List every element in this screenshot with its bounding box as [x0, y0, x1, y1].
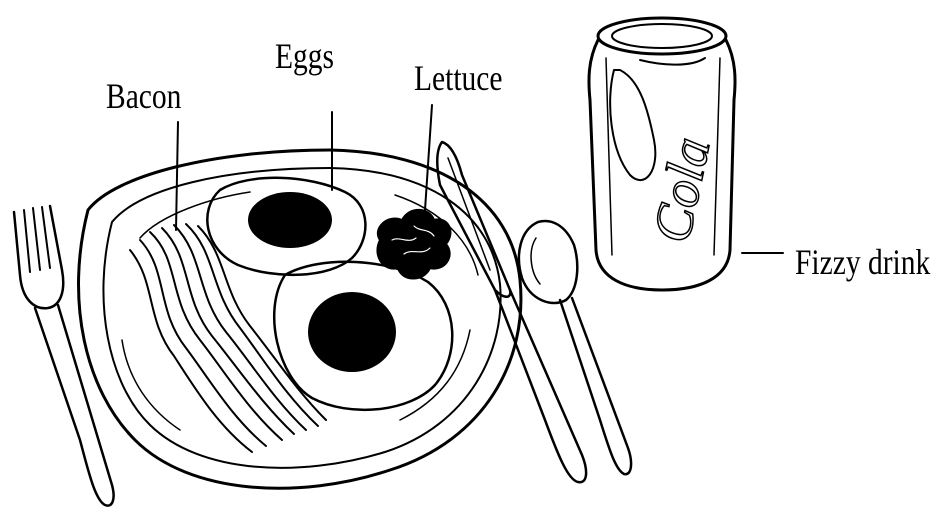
can-text: Cola [641, 132, 722, 247]
lettuce [377, 210, 450, 279]
egg-bottom [274, 262, 452, 410]
bacon-label: Bacon [106, 78, 181, 114]
fork [14, 206, 114, 506]
bacon-leader-line [176, 122, 178, 230]
eggs-label: Eggs [275, 38, 334, 74]
egg-top [207, 178, 365, 275]
fizzy-drink-label: Fizzy drink [795, 244, 930, 280]
lettuce-label: Lettuce [414, 60, 503, 96]
